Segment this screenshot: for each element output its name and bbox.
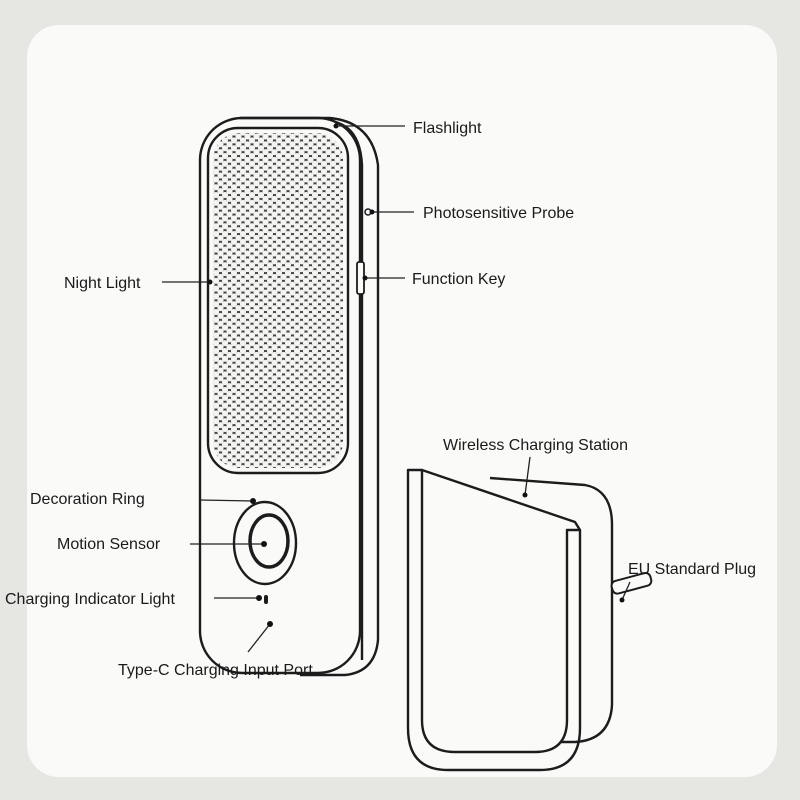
label-flashlight: Flashlight <box>413 120 482 137</box>
night-light-device <box>198 116 380 677</box>
night-light-grille <box>213 133 343 468</box>
leader-lines <box>162 123 631 653</box>
wireless-charging-station <box>406 468 653 772</box>
charging-indicator-light <box>264 595 268 604</box>
label-decoration-ring: Decoration Ring <box>30 491 145 508</box>
label-type-c-port: Type-C Charging Input Port <box>118 662 313 679</box>
label-night-light: Night Light <box>64 275 141 292</box>
label-function-key: Function Key <box>412 271 505 288</box>
motion-sensor <box>248 513 290 569</box>
label-wireless-charging-station: Wireless Charging Station <box>443 437 628 454</box>
label-eu-plug: EU Standard Plug <box>628 561 756 578</box>
station-rim <box>421 468 582 531</box>
device-side <box>240 116 380 677</box>
station-back <box>489 476 614 744</box>
device-front <box>198 116 362 675</box>
label-photosensitive-probe: Photosensitive Probe <box>423 205 574 222</box>
eu-plug-pin <box>610 571 653 595</box>
decoration-ring <box>232 500 298 586</box>
label-charging-indicator-light: Charging Indicator Light <box>5 591 175 608</box>
background-panel <box>27 25 777 777</box>
label-motion-sensor: Motion Sensor <box>57 536 161 553</box>
